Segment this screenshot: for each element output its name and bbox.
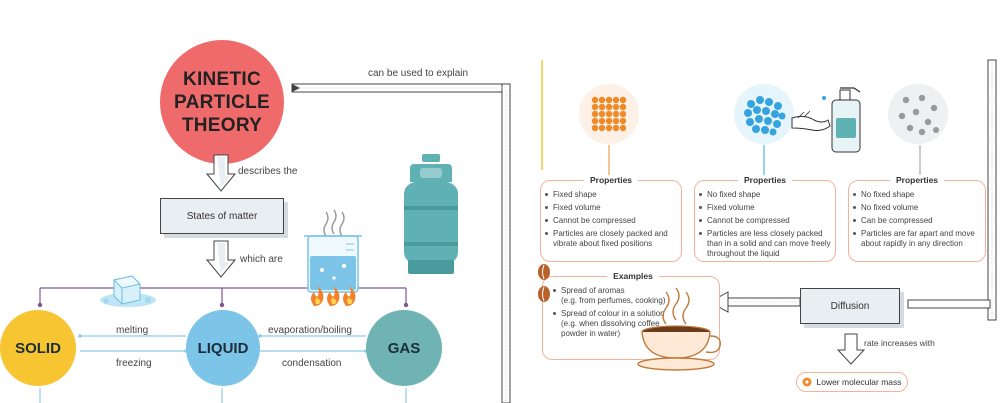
lower-mass-pill: Lower molecular mass [796, 372, 908, 392]
solid-particles-grid [591, 96, 627, 132]
solid-state-circle: SOLID [0, 310, 76, 386]
list-item: Cannot be compressed [545, 216, 681, 226]
liquid-particles-icon [734, 84, 794, 144]
list-item: Particles are closely packed and vibrate… [545, 229, 681, 249]
gas-properties-list: No fixed shape No fixed volume Can be co… [849, 190, 985, 249]
liquid-state-circle: LIQUID [186, 310, 260, 386]
ice-cube-icon [100, 275, 156, 307]
solid-label: SOLID [15, 339, 61, 357]
molecule-icon [802, 377, 812, 387]
examples-heading: Examples [607, 271, 659, 281]
explain-label: can be used to explain [368, 68, 469, 79]
list-item: No fixed shape [853, 190, 985, 200]
gas-properties-card: Properties No fixed shape No fixed volum… [848, 175, 986, 262]
gas-state-circle: GAS [366, 310, 442, 386]
list-item: Fixed volume [699, 203, 835, 213]
melting-label: melting [116, 325, 149, 336]
list-item: Particles are less closely packed than i… [699, 229, 835, 259]
coffee-cup-icon [637, 288, 721, 371]
solid-properties-card: Properties Fixed shape Fixed volume Cann… [540, 175, 682, 262]
which-are-label: which are [240, 254, 283, 265]
diffusion-label: Diffusion [830, 300, 870, 312]
hand-sanitizer-icon [791, 87, 861, 153]
states-of-matter-box: States of matter [160, 198, 284, 234]
liquid-properties-card: Properties No fixed shape Fixed volume C… [694, 175, 836, 262]
list-item: Can be compressed [853, 216, 985, 226]
describes-label: describes the [238, 166, 298, 177]
lower-mass-label: Lower molecular mass [816, 377, 902, 387]
liquid-properties-list: No fixed shape Fixed volume Cannot be co… [695, 190, 835, 259]
states-box-label: States of matter [186, 210, 258, 222]
list-item: Fixed shape [545, 190, 681, 200]
liquid-label: LIQUID [197, 339, 249, 357]
card-heading: Properties [889, 175, 945, 185]
freezing-label: freezing [116, 358, 152, 369]
list-item: Fixed volume [545, 203, 681, 213]
list-item: No fixed shape [699, 190, 835, 200]
kinetic-particle-theory-circle: KINETIC PARTICLE THEORY [160, 40, 284, 164]
diffusion-box: Diffusion [800, 288, 900, 324]
gas-particles-icon [888, 84, 948, 144]
gas-label: GAS [387, 339, 421, 357]
beaker-on-flame-icon [304, 209, 362, 306]
down-arrow-icon [206, 240, 236, 278]
card-heading: Properties [737, 175, 793, 185]
solid-particles-icon [579, 84, 639, 144]
examples-list: Spread of aromas (e.g. from perfumes, co… [549, 286, 719, 339]
down-arrow-icon [206, 154, 236, 192]
condensation-label: condensation [282, 358, 342, 369]
list-item: Particles are far apart and move about r… [853, 229, 985, 249]
liquid-particles-cluster [744, 96, 786, 136]
rate-label: rate increases with [864, 338, 935, 348]
list-item: Spread of aromas (e.g. from perfumes, co… [553, 286, 719, 306]
list-item: Spread of colour in a solution (e.g. whe… [553, 309, 719, 339]
kpt-title: KINETIC PARTICLE THEORY [174, 68, 270, 136]
card-heading: Properties [583, 175, 639, 185]
list-item: Cannot be compressed [699, 216, 835, 226]
evaporation-label: evaporation/boiling [268, 325, 352, 336]
left-connectors [37, 83, 511, 403]
coffee-bean-icon [538, 264, 550, 302]
list-item: No fixed volume [853, 203, 985, 213]
gas-cylinder-icon [404, 154, 458, 274]
gas-particles-scatter [898, 94, 939, 136]
solid-properties-list: Fixed shape Fixed volume Cannot be compr… [541, 190, 681, 249]
